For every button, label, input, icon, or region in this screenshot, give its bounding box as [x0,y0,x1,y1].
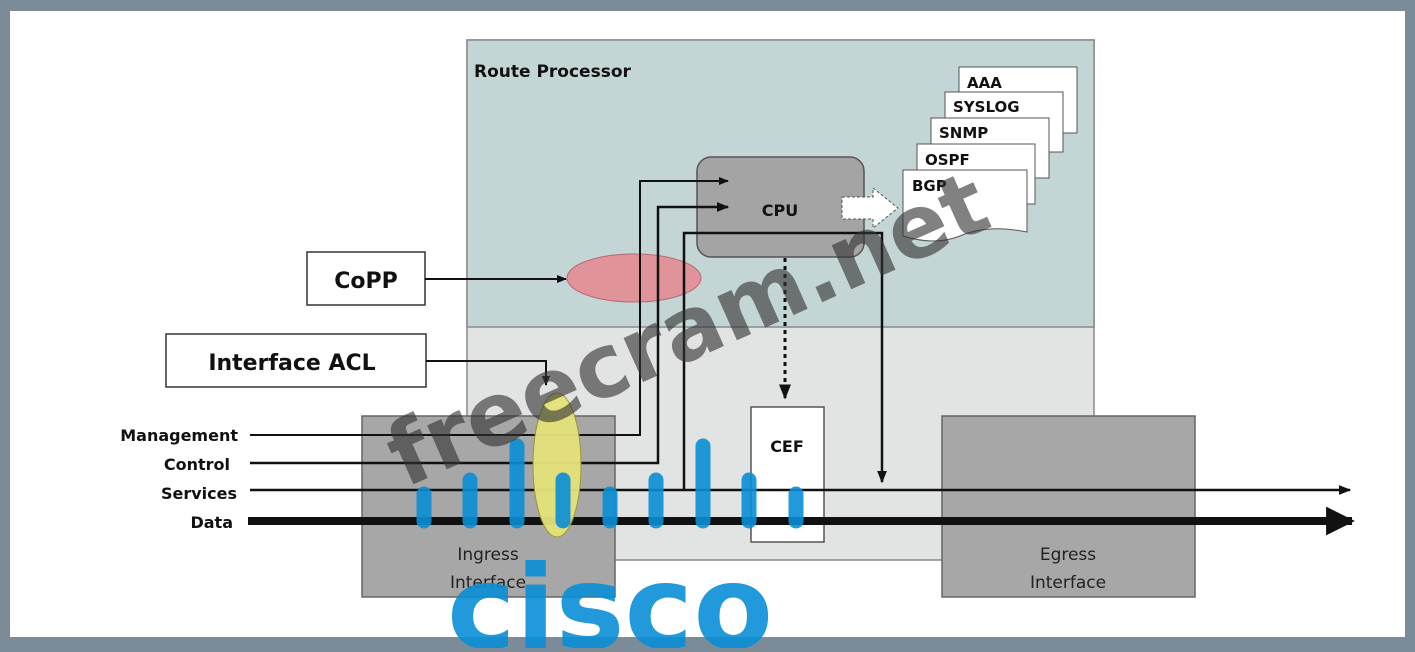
process-label: SNMP [939,124,988,142]
traffic-label-services: Services [161,484,237,503]
interface-acl-arrow [426,360,550,386]
copp-box [306,251,426,306]
traffic-label-control: Control [164,455,230,474]
route-processor-label: Route Processor [474,62,631,82]
cisco-logo-watermark: cisco [416,438,804,652]
process-stack: AAA SYSLOG SNMP OSPF BGP [902,66,1078,242]
process-label: SYSLOG [953,98,1020,116]
cisco-bars-icon [416,438,804,529]
process-label: BGP [912,177,947,195]
traffic-label-management: Management [120,426,238,445]
services-to-cpu-loop [682,231,887,490]
interface-acl-box [165,333,427,388]
interface-acl-label: Interface ACL [208,351,375,376]
control-path [250,202,730,465]
cpu-label: CPU [762,201,798,220]
ingress-interface-label-line2: Interface [450,573,526,593]
copp-label: CoPP [334,269,398,294]
egress-interface-label-line2: Interface [1030,573,1106,593]
cef-label: CEF [770,437,804,456]
egress-interface-label-line1: Egress [1040,545,1096,565]
cpu-to-process-arrow [841,186,899,230]
ingress-interface-label-line1: Ingress [457,545,519,565]
copp-policy-ellipse [566,253,702,303]
process-label: OSPF [925,151,970,169]
process-label: AAA [967,74,1002,92]
traffic-label-data: Data [190,513,233,532]
egress-interface-box [941,415,1196,598]
management-path [250,177,729,436]
cisco-logo-text: cisco [447,541,773,648]
process-card [902,169,1028,242]
